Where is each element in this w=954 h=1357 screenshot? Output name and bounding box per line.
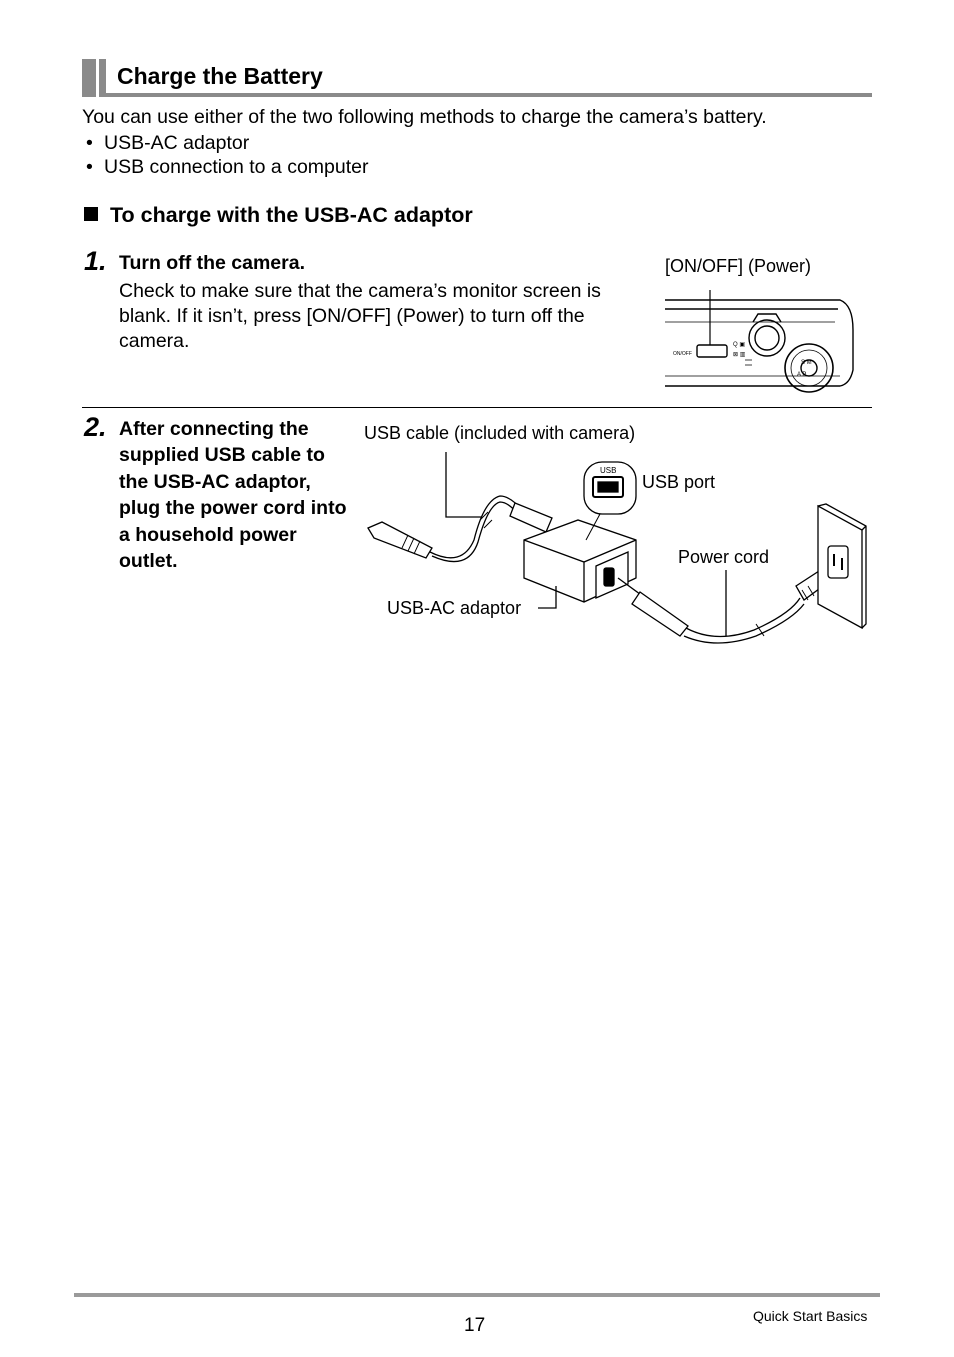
figures-layer: [ON/OFF] (Power) ON/OFF Q ▣ ⊠ ▥ S M A P bbox=[364, 256, 867, 644]
usb-cable-label: USB cable (included with camera) bbox=[364, 423, 636, 443]
step-2-number: 2. bbox=[84, 412, 107, 442]
methods-list: • USB-AC adaptor • USB connection to a com… bbox=[86, 131, 368, 179]
list-item-text: USB-AC adaptor bbox=[104, 132, 250, 154]
step-2-text: After connecting the supplied USB cable … bbox=[119, 418, 347, 573]
list-item: • USB connection to a computer bbox=[86, 155, 368, 179]
svg-text:⊠ ▥: ⊠ ▥ bbox=[733, 352, 746, 358]
usb-port-label: USB port bbox=[642, 472, 716, 492]
section-header-bars bbox=[82, 59, 112, 97]
usb-small-label: USB bbox=[600, 466, 616, 475]
page-number: 17 bbox=[464, 1315, 486, 1336]
bullet: • bbox=[86, 156, 93, 178]
step-1-body: Check to make sure that the camera’s mon… bbox=[119, 280, 601, 352]
step-1-number: 1. bbox=[84, 246, 107, 276]
step-1-title: Turn off the camera. bbox=[119, 252, 306, 274]
footer-rule bbox=[74, 1293, 880, 1297]
square-bullet-icon bbox=[84, 207, 98, 221]
subsection-title: To charge with the USB-AC adaptor bbox=[110, 203, 473, 227]
svg-text:Q ▣: Q ▣ bbox=[733, 342, 745, 348]
usb-ac-adaptor-label: USB-AC adaptor bbox=[387, 598, 522, 618]
list-item: • USB-AC adaptor bbox=[86, 131, 368, 155]
footer-section-name: Quick Start Basics bbox=[753, 1308, 868, 1324]
list-item-text: USB connection to a computer bbox=[104, 156, 369, 178]
power-cord-label: Power cord bbox=[678, 547, 770, 567]
intro-text: You can use either of the two following … bbox=[82, 106, 767, 128]
header-bar-thick bbox=[82, 59, 96, 97]
svg-text:S M: S M bbox=[801, 360, 812, 366]
step-divider bbox=[82, 407, 872, 408]
subsection-heading: To charge with the USB-AC adaptor bbox=[84, 201, 473, 229]
bullet: • bbox=[86, 132, 93, 154]
svg-text:ON/OFF: ON/OFF bbox=[673, 351, 692, 357]
section-rule bbox=[106, 93, 872, 97]
camera-illustration: ON/OFF Q ▣ ⊠ ▥ S M A P bbox=[367, 290, 867, 644]
svg-text:A P: A P bbox=[797, 372, 806, 378]
section-title: Charge the Battery bbox=[117, 63, 323, 89]
on-off-power-label: [ON/OFF] (Power) bbox=[665, 256, 812, 276]
header-bar-thin bbox=[99, 59, 106, 97]
